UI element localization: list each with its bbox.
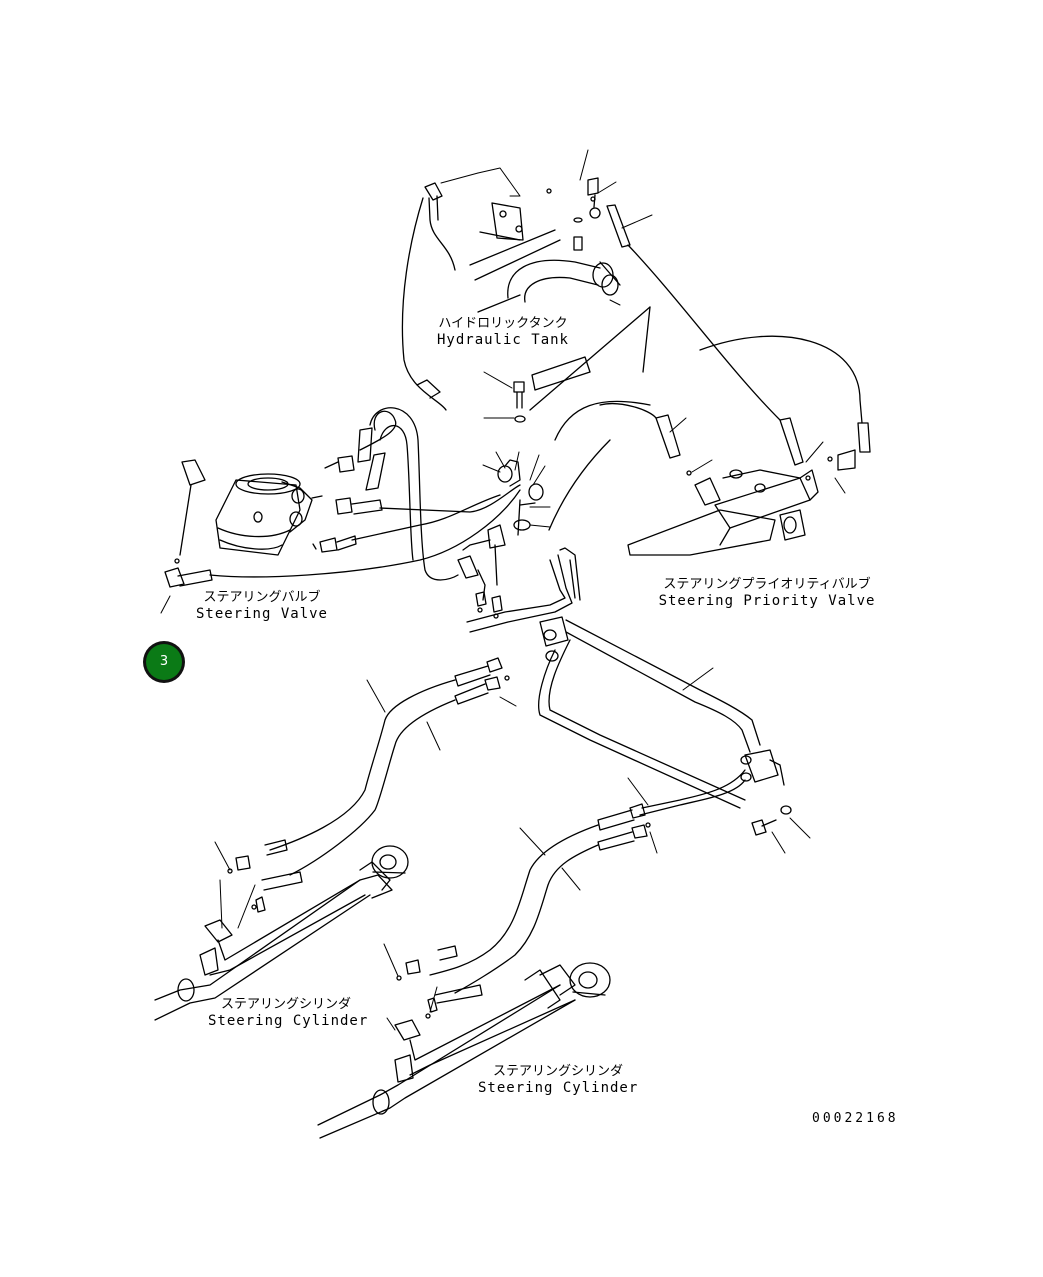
hydraulic-tank-label-en: Hydraulic Tank	[436, 332, 569, 348]
hydraulic-tank-label-ja: ハイドロリックタンク	[438, 316, 568, 331]
steering-cylinder-left-label-ja: ステアリングシリンダ	[220, 997, 351, 1012]
callout-badge[interactable]: 3	[143, 641, 185, 683]
callout-number: 3	[146, 644, 182, 680]
hydraulic-tank	[469, 177, 651, 411]
steering-priority-valve-label-ja: ステアリングプライオリティバルブ	[663, 577, 871, 592]
left-cylinder-hoses	[227, 657, 510, 913]
center-fittings	[457, 439, 611, 601]
steering-priority-valve-label: ステアリングプライオリティバルブ Steering Priority Valve	[658, 577, 876, 609]
steering-cylinder-right-label-ja: ステアリングシリンダ	[492, 1064, 623, 1079]
drawing-number: 00022168	[812, 1111, 899, 1126]
steering-valve	[164, 407, 521, 588]
right-cylinder-hoses	[396, 803, 651, 1019]
steering-cylinder-left-label-en: Steering Cylinder	[208, 1013, 369, 1029]
steering-cylinder-left-label: ステアリングシリンダ Steering Cylinder	[208, 997, 369, 1029]
steering-cylinder-right-label: ステアリングシリンダ Steering Cylinder	[478, 1064, 638, 1096]
steering-valve-label: ステアリングバルブ Steering Valve	[194, 590, 330, 622]
left-steering-cylinder	[154, 845, 409, 1021]
right-steering-cylinder	[317, 962, 611, 1139]
hose-tank-return	[401, 182, 456, 411]
tube-assembly	[466, 547, 792, 836]
bolt-washer-set	[513, 381, 526, 423]
tube-fittings	[475, 591, 503, 619]
hydraulic-tank-label: ハイドロリックタンク Hydraulic Tank	[428, 316, 578, 348]
steering-cylinder-right-label-en: Steering Cylinder	[478, 1080, 639, 1096]
steering-valve-label-ja: ステアリングバルブ	[203, 590, 321, 605]
steering-priority-valve	[554, 400, 833, 556]
hose-priority-supply	[606, 204, 871, 471]
leader-lines	[160, 149, 846, 1031]
steering-valve-label-en: Steering Valve	[195, 606, 328, 622]
steering-priority-valve-label-en: Steering Priority Valve	[658, 593, 876, 609]
